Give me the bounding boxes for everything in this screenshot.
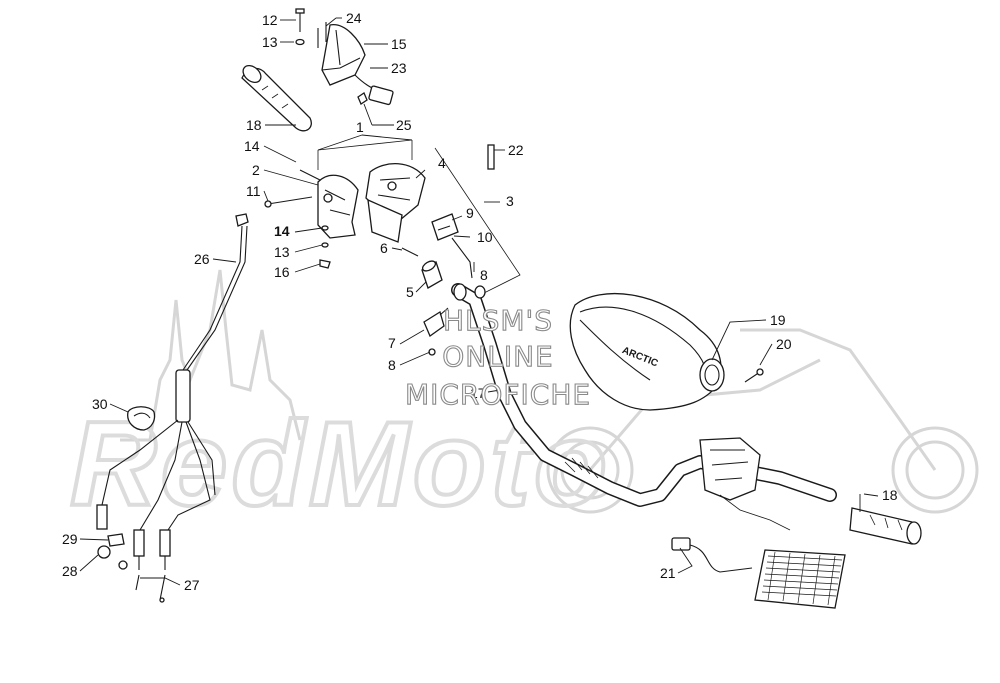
- callout-21: 21: [660, 565, 676, 581]
- callout-19: 19: [770, 312, 786, 328]
- handlebar-pad: ARCTIC: [569, 292, 725, 411]
- callout-28: 28: [62, 563, 78, 579]
- callout-29: 29: [62, 531, 78, 547]
- cable-harness: [101, 213, 249, 531]
- bolt-12: [295, 8, 305, 32]
- callout-18-right: 18: [882, 487, 898, 503]
- pin-6: [401, 247, 419, 257]
- callout-26: 26: [194, 251, 210, 267]
- clip-25: [357, 92, 368, 105]
- switch-9: [431, 213, 459, 241]
- watermark-line-1: HLSM'S: [443, 304, 553, 337]
- lever-10: [451, 237, 473, 279]
- callout-13-lower: 13: [274, 244, 290, 260]
- callout-labels: 12 13 24 15 23 25 18 1 14 2 11 4 22 3 9 …: [62, 10, 898, 593]
- callout-1: 1: [356, 119, 364, 135]
- callout-2: 2: [252, 162, 260, 178]
- callout-15: 15: [391, 36, 407, 52]
- callout-12: 12: [262, 12, 278, 28]
- screw-22: [487, 144, 495, 170]
- plug-23: [354, 74, 394, 106]
- callout-7: 7: [388, 335, 396, 351]
- callout-24: 24: [346, 10, 362, 26]
- heater-element: [671, 537, 846, 609]
- callout-27: 27: [184, 577, 200, 593]
- bushing-5: [421, 260, 443, 289]
- assembly-1-outline: [317, 139, 521, 296]
- callout-22: 22: [508, 142, 524, 158]
- callout-14-top: 14: [244, 138, 260, 154]
- housing-upper-4: [365, 162, 426, 243]
- callout-9: 9: [466, 205, 474, 221]
- callout-20: 20: [776, 336, 792, 352]
- terminal-29: [107, 533, 125, 547]
- right-grip: [849, 507, 922, 545]
- callout-5: 5: [406, 284, 414, 300]
- housing-lower-2: [317, 174, 359, 239]
- callout-17: 17: [470, 385, 486, 401]
- leader-lines: [79, 17, 879, 586]
- watermark-line-2: ONLINE: [442, 340, 553, 373]
- callout-6: 6: [380, 240, 388, 256]
- watermark-line-3: MICROFICHE: [405, 378, 591, 411]
- cable-tie-30: [127, 406, 156, 431]
- screw-11: [264, 196, 313, 208]
- connectors-27: [96, 504, 171, 603]
- callout-23: 23: [391, 60, 407, 76]
- washer-13-top: [295, 38, 305, 46]
- callout-4: 4: [438, 155, 446, 171]
- callout-11: 11: [246, 183, 261, 199]
- cap-28: [97, 545, 128, 570]
- screw-14: [299, 169, 321, 181]
- bracket-15: [321, 24, 366, 86]
- microfiche-watermark: HLSM'S ONLINE MICROFICHE: [404, 303, 591, 411]
- callout-16: 16: [274, 264, 290, 280]
- screw-8-upper: [474, 285, 486, 299]
- callout-3: 3: [506, 193, 514, 209]
- callout-8-upper: 8: [480, 267, 488, 283]
- callout-10: 10: [477, 229, 493, 245]
- skyline-watermark: [120, 269, 302, 442]
- bracket-7: [423, 307, 449, 337]
- screw-24: [317, 22, 327, 48]
- callout-14-lower: 14: [274, 223, 290, 239]
- callout-13-top: 13: [262, 34, 278, 50]
- callout-8-lower: 8: [388, 357, 396, 373]
- callout-25: 25: [396, 117, 412, 133]
- screw-20: [744, 368, 764, 383]
- callout-30: 30: [92, 396, 108, 412]
- callout-18-left: 18: [246, 117, 262, 133]
- left-grip: [241, 64, 312, 132]
- throttle-housing: [699, 437, 791, 531]
